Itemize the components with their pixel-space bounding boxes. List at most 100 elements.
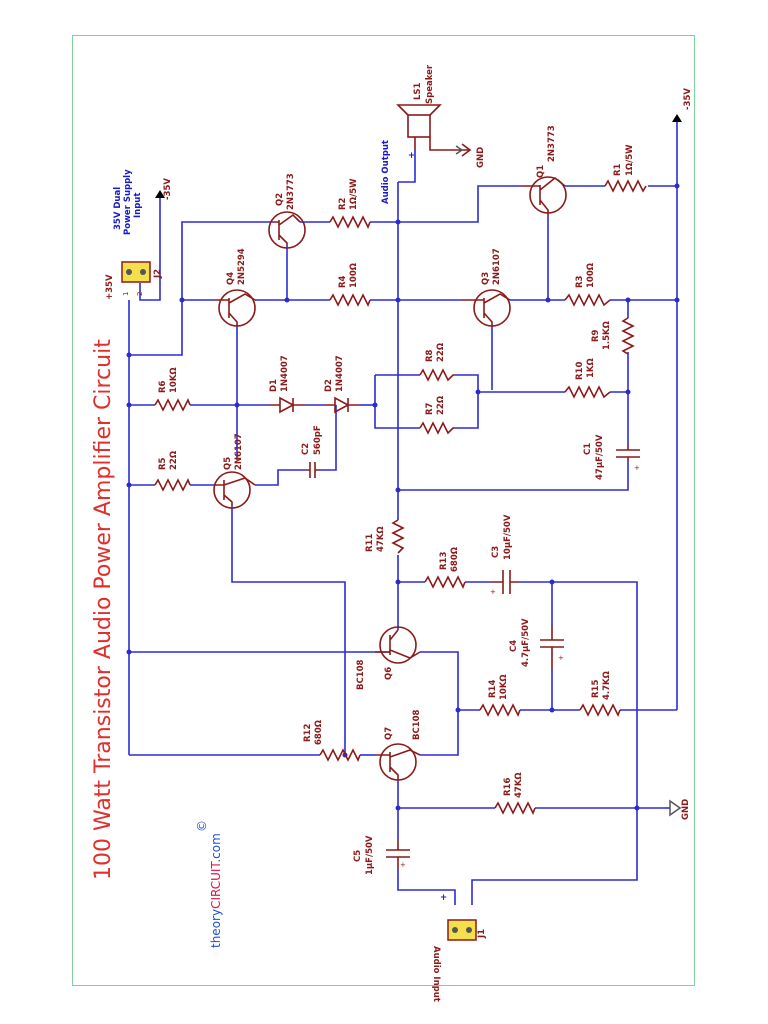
resistor-r3 bbox=[564, 293, 611, 307]
gnd-symbol-top bbox=[455, 145, 464, 155]
r2-ref: R2 bbox=[338, 197, 348, 210]
q7-part: BC108 bbox=[412, 709, 422, 740]
r6-ref: R6 bbox=[158, 380, 168, 393]
resistor-r7 bbox=[419, 421, 455, 435]
q2-ref: Q2 bbox=[275, 193, 285, 206]
resistor-r2 bbox=[329, 215, 371, 229]
r8-ref: R8 bbox=[425, 349, 435, 362]
r4-value: 100Ω bbox=[349, 263, 359, 288]
diagram-title: 100 Watt Transistor Audio Power Amplifie… bbox=[91, 339, 116, 880]
r8-value: 22Ω bbox=[436, 343, 446, 362]
resistor-r6 bbox=[154, 398, 191, 412]
resistor-r10 bbox=[564, 385, 611, 399]
svg-text:1: 1 bbox=[122, 292, 130, 296]
r7-ref: R7 bbox=[425, 402, 435, 415]
r14-value: 10KΩ bbox=[499, 674, 509, 700]
rotated-labels: 100 Watt Transistor Audio Power Amplifie… bbox=[91, 64, 693, 1002]
transistor-q5 bbox=[213, 471, 256, 509]
r13-value: 680Ω bbox=[450, 547, 460, 572]
capacitor-c5: + bbox=[386, 840, 410, 870]
c4-ref: C4 bbox=[509, 640, 519, 652]
r5-value: 22Ω bbox=[169, 451, 179, 470]
q2-part: 2N3773 bbox=[286, 173, 296, 210]
r1-ref: R1 bbox=[613, 163, 623, 176]
r7-value: 22Ω bbox=[436, 396, 446, 415]
supply-label-1: 35V Dual bbox=[113, 187, 123, 230]
q6-part: BC108 bbox=[356, 659, 366, 690]
minus-35v-label-left: -35V bbox=[163, 178, 173, 200]
r6-value: 10KΩ bbox=[169, 367, 179, 393]
svg-text:+: + bbox=[558, 654, 564, 662]
junctions bbox=[126, 183, 680, 811]
plus-35v-label: +35V bbox=[105, 274, 115, 300]
wires bbox=[128, 120, 678, 905]
resistor-r16 bbox=[494, 801, 536, 815]
copyright-symbol: © bbox=[195, 820, 209, 832]
resistor-r8 bbox=[419, 368, 455, 382]
resistor-r1 bbox=[604, 179, 647, 193]
r12-value: 680Ω bbox=[314, 720, 324, 745]
schematic-frame bbox=[72, 35, 695, 986]
q3-ref: Q3 bbox=[481, 272, 491, 285]
resistor-r9 bbox=[621, 317, 635, 355]
supply-label-2: Power Supply bbox=[123, 169, 133, 235]
r3-value: 100Ω bbox=[586, 263, 596, 288]
r12-ref: R12 bbox=[303, 724, 313, 742]
r2-value: 1Ω/5W bbox=[349, 178, 359, 210]
transistor-q4 bbox=[215, 289, 256, 327]
svg-text:+: + bbox=[634, 464, 640, 472]
c3-ref: C3 bbox=[491, 546, 501, 558]
minus-35v-label-right: -35V bbox=[683, 88, 693, 110]
transistor-q3 bbox=[462, 289, 511, 327]
c3-value: 10μF/50V bbox=[503, 514, 513, 560]
capacitor-c4: + bbox=[540, 625, 564, 670]
d2-part: 1N4007 bbox=[335, 355, 345, 392]
resistor-r5 bbox=[154, 478, 191, 492]
r15-value: 4.7KΩ bbox=[602, 671, 612, 700]
r9-value: 1.5KΩ bbox=[602, 321, 612, 350]
svg-text:theoryCIRCUIT.com: theoryCIRCUIT.com bbox=[209, 833, 223, 948]
supply-label-3: Input bbox=[133, 193, 143, 218]
capacitor-c2 bbox=[305, 462, 320, 478]
transistor-q1 bbox=[522, 176, 567, 215]
audio-output-label: Audio Output bbox=[381, 140, 391, 204]
d1-ref: D1 bbox=[269, 379, 279, 392]
speaker-label: Speaker bbox=[425, 64, 435, 104]
svg-text:+: + bbox=[400, 861, 406, 869]
r4-ref: R4 bbox=[338, 275, 348, 288]
r5-ref: R5 bbox=[158, 457, 168, 470]
transistor-q2 bbox=[268, 211, 306, 249]
minus-35v-arrow-left bbox=[155, 190, 165, 212]
connector-j2 bbox=[121, 261, 151, 283]
svg-text:+: + bbox=[408, 151, 415, 161]
c5-ref: C5 bbox=[353, 850, 363, 862]
c1-ref: C1 bbox=[583, 443, 593, 455]
c2-value: 560pF bbox=[313, 425, 323, 455]
q5-part: 2N6107 bbox=[234, 433, 244, 470]
transistor-q7 bbox=[375, 743, 421, 781]
r16-value: 47KΩ bbox=[514, 772, 524, 798]
gnd-label-bottom: GND bbox=[681, 799, 691, 820]
c2-ref: C2 bbox=[301, 443, 311, 455]
c5-value: 1μF/50V bbox=[365, 835, 375, 875]
gnd-symbol-bottom bbox=[665, 799, 682, 817]
speaker-ls1 bbox=[396, 104, 472, 157]
q3-part: 2N6107 bbox=[492, 248, 502, 285]
q1-ref: Q1 bbox=[536, 165, 546, 178]
resistor-r12 bbox=[319, 748, 361, 762]
connector-j1 bbox=[447, 919, 477, 941]
r16-ref: R16 bbox=[503, 778, 513, 796]
q1-part: 2N3773 bbox=[547, 125, 557, 162]
r11-value: 47KΩ bbox=[376, 526, 386, 552]
r10-value: 1KΩ bbox=[586, 358, 596, 378]
gnd-label-top: GND bbox=[476, 147, 486, 168]
d2-ref: D2 bbox=[324, 379, 334, 392]
j2-label: J2 bbox=[153, 269, 163, 279]
svg-text:+: + bbox=[490, 588, 496, 596]
r11-ref: R11 bbox=[365, 534, 375, 552]
audio-input-label: Audio Input bbox=[431, 946, 441, 1002]
q6-ref: Q6 bbox=[384, 667, 394, 680]
speaker-ref: LS1 bbox=[413, 82, 423, 100]
resistor-r11 bbox=[391, 519, 405, 554]
